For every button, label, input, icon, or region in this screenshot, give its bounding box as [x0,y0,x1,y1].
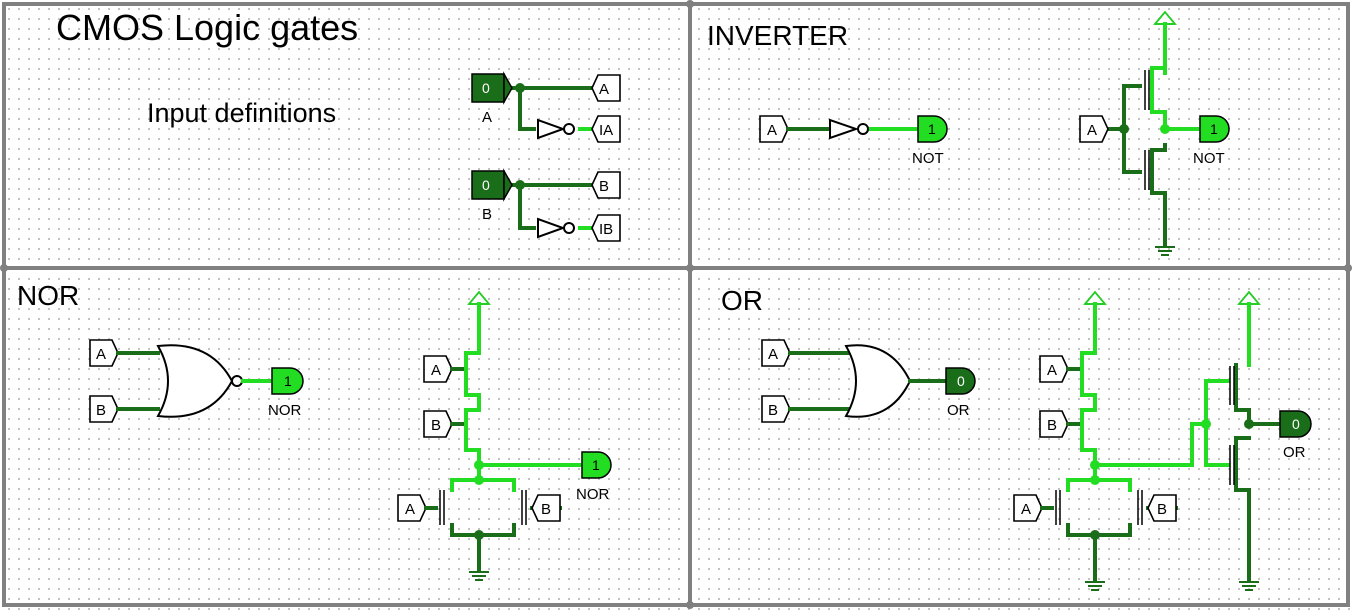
output-not-cmos-value: 1 [1210,121,1218,137]
tunnel-a: A [599,81,609,98]
nor-tunnel-a: A [96,346,106,363]
or-cmos-tunnel-a: A [1047,362,1057,379]
input-b-label: B [482,206,492,223]
output-nor-label: NOR [268,402,302,419]
output-not-cmos-label: NOT [1193,150,1225,167]
output-nor-cmos-value: 1 [592,457,600,473]
output-or-cmos-value: 0 [1292,416,1300,432]
inverter-cmos-tunnel-a: A [1087,122,1097,139]
nor-gate-circuit: A B 1 NOR [89,339,304,423]
or-gate [844,344,912,418]
nor-heading: NOR [17,280,79,311]
or-heading: OR [721,285,763,316]
or-cmos-tunnel-b: B [1047,417,1057,434]
output-nor-cmos-label: NOR [576,486,610,503]
or-cmos-circuit: A B A B 0 OR [1013,291,1312,591]
or-gate-circuit: A B 0 OR [761,339,976,423]
page-title: CMOS Logic gates [56,7,358,48]
tunnel-b: B [599,178,609,195]
inverter-gate-a [537,118,566,140]
nor-cmos-tunnel-a: A [431,362,441,379]
nor-cmos-tunnel-b: B [431,417,441,434]
or-tunnel-a: A [768,346,778,363]
or-tunnel-b: B [768,402,778,419]
output-led-nor-cmos [581,451,612,479]
input-a-value: 0 [482,80,490,96]
input-b-value: 0 [482,177,490,193]
output-not-value: 1 [928,121,936,137]
output-or-label: OR [947,402,970,419]
input-pin-b[interactable] [471,170,505,200]
page-subtitle: Input definitions [147,98,336,128]
inverter-tunnel-a: A [767,122,777,139]
output-led-not-cmos [1199,115,1230,143]
output-or-value: 0 [957,373,965,389]
output-led-nor [271,367,304,395]
inverter-heading: INVERTER [707,20,848,51]
or-cmos-tunnel-a2: A [1021,501,1031,518]
output-led-not [917,115,948,143]
nor-cmos-tunnel-b2: B [541,501,551,518]
output-led-or [945,367,976,395]
output-not-label: NOT [912,150,944,167]
input-definitions: 0 A A IA 0 B B IB [471,71,621,242]
inverter-gate-b [537,217,566,239]
nor-tunnel-b: B [96,402,106,419]
nor-gate [156,344,234,418]
output-or-cmos-label: OR [1283,444,1306,461]
tunnel-ia: IA [599,122,613,139]
inverter-gate-circuit: A 1 NOT [759,115,948,167]
nor-cmos-tunnel-a2: A [405,501,415,518]
tunnel-ib: IB [599,221,613,238]
output-led-or-cmos [1279,410,1312,438]
or-cmos-tunnel-b2: B [1157,501,1167,518]
input-a-label: A [482,109,492,126]
nor-cmos-circuit: A B A B 1 NOR [397,291,612,581]
input-pin-a[interactable] [471,73,505,103]
inverter-cmos-circuit: A 1 NOT [1079,11,1230,256]
output-nor-value: 1 [284,373,292,389]
